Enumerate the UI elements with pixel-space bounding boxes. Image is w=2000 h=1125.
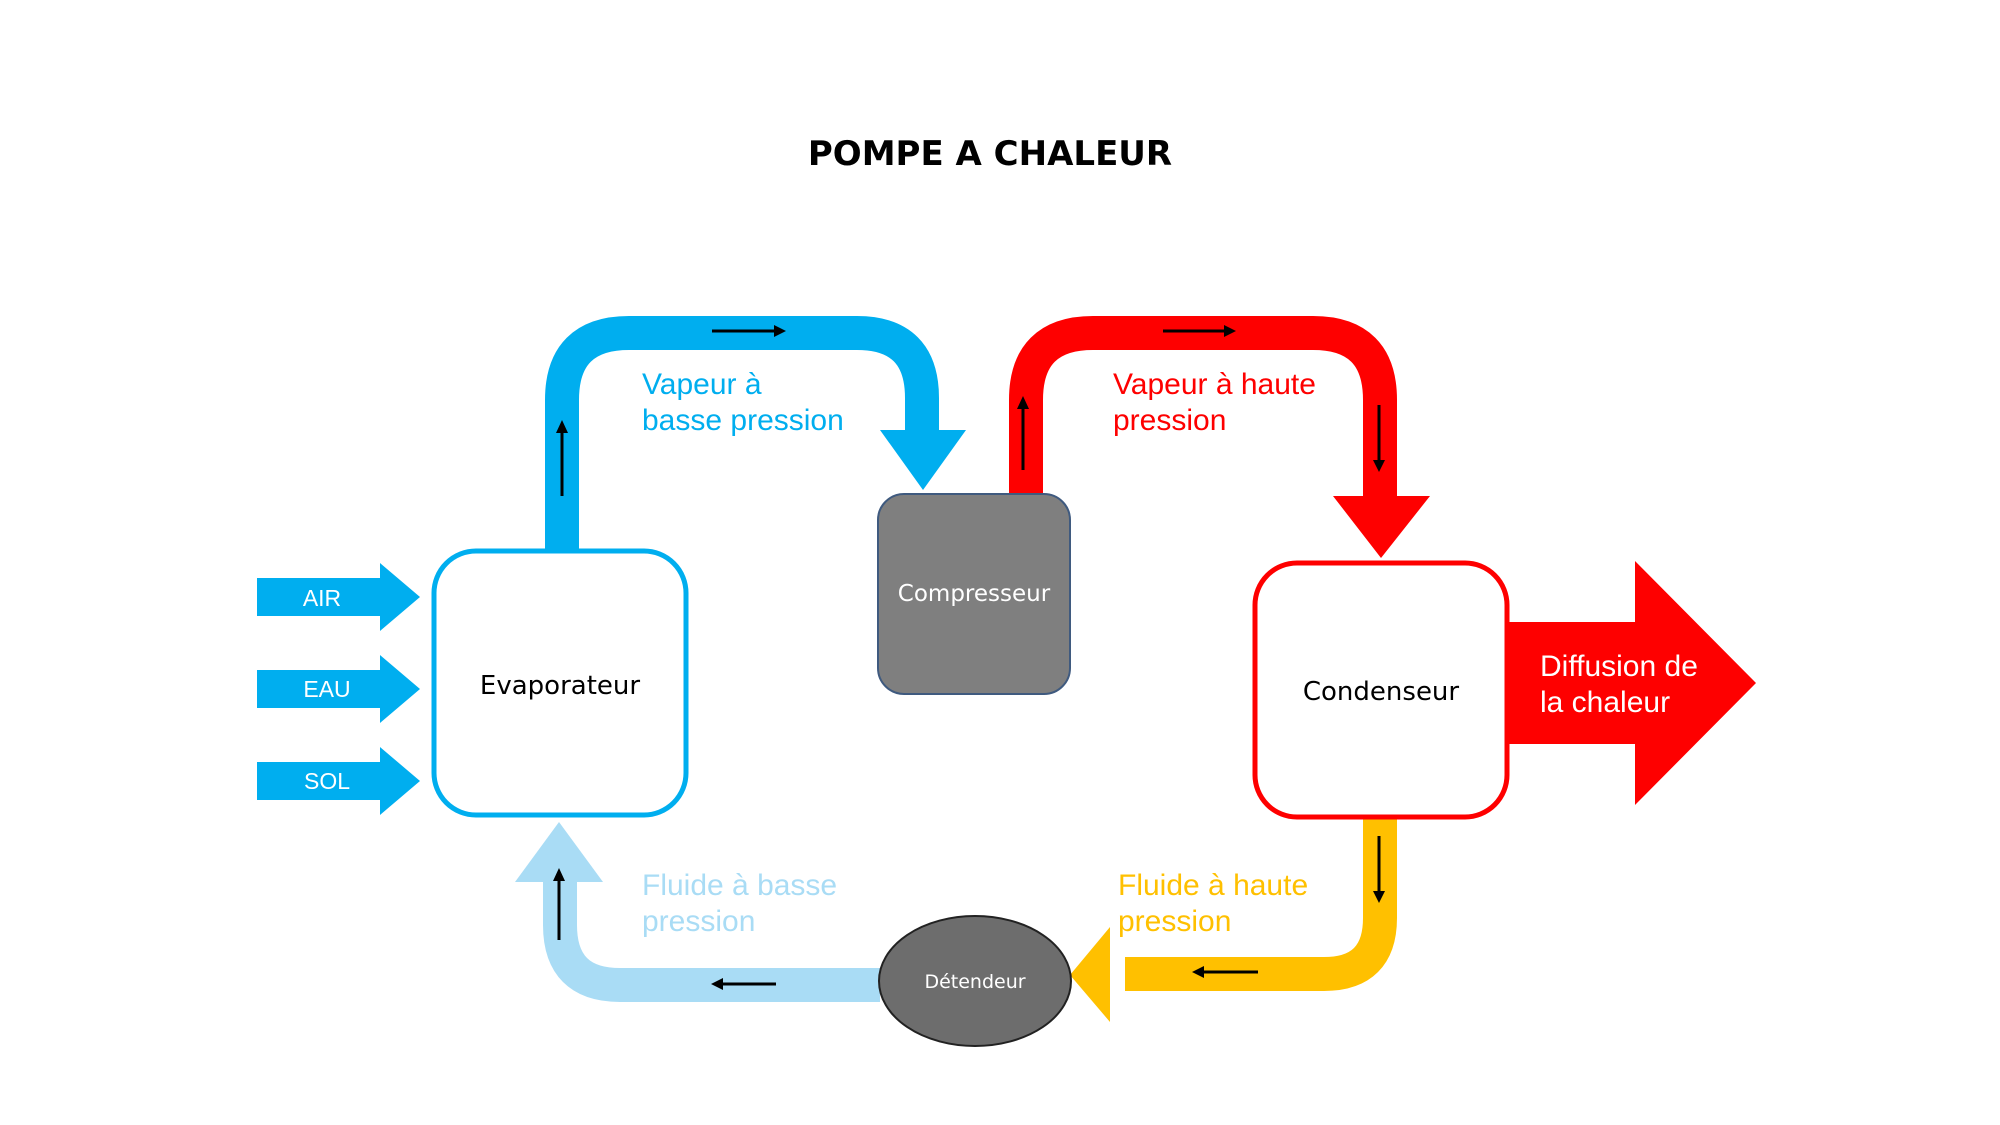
low-pressure-vapor-label-line2: basse pression xyxy=(642,404,844,437)
input-label-eau: EAU xyxy=(303,676,350,702)
pipe-high-pressure-fluid xyxy=(1125,815,1397,991)
direction-arrowhead-up-3 xyxy=(553,868,565,881)
evaporator-box xyxy=(431,548,689,818)
direction-arrowhead-right-2 xyxy=(1224,325,1236,337)
compressor-label: Compresseur xyxy=(898,581,1051,607)
evaporator-label: Evaporateur xyxy=(480,671,640,701)
low-pressure-vapor-label-line1: Vapeur à xyxy=(642,368,762,401)
low-pressure-fluid-label-line2: pression xyxy=(642,905,755,938)
high-pressure-vapor-label-line2: pression xyxy=(1113,404,1226,437)
heat-output-arrow xyxy=(1500,561,1756,805)
pipe-high-pressure-fluid-arrowhead xyxy=(1070,927,1110,1022)
heat-output-label-line2: la chaleur xyxy=(1540,686,1670,719)
direction-arrowhead-right-1 xyxy=(774,325,786,337)
condenser-box xyxy=(1252,560,1510,820)
expansion-valve-label: Détendeur xyxy=(924,971,1025,993)
direction-arrowhead-left-1 xyxy=(1192,966,1204,978)
condenser-label: Condenseur xyxy=(1303,677,1460,707)
input-label-sol: SOL xyxy=(304,768,350,794)
page-title: POMPE A CHALEUR xyxy=(808,134,1172,174)
pipe-low-pressure-vapor-arrowhead xyxy=(880,430,966,490)
direction-arrowhead-down-2 xyxy=(1373,891,1385,903)
input-arrow-air xyxy=(257,563,420,631)
high-pressure-vapor-label-line1: Vapeur à haute xyxy=(1113,368,1316,401)
input-arrow-eau xyxy=(257,655,420,723)
heat-output-label-line1: Diffusion de xyxy=(1540,650,1698,683)
direction-arrowhead-left-2 xyxy=(711,978,723,990)
direction-arrowhead-up-1 xyxy=(556,420,568,433)
high-pressure-fluid-label-line2: pression xyxy=(1118,905,1231,938)
input-label-air: AIR xyxy=(303,585,341,611)
compressor-box xyxy=(877,493,1071,695)
pipe-high-pressure-vapor xyxy=(1009,316,1397,498)
pipe-low-pressure-fluid-arrowhead xyxy=(515,822,603,882)
low-pressure-fluid-label-line1: Fluide à basse xyxy=(642,869,837,902)
direction-arrowhead-down-1 xyxy=(1373,460,1385,472)
direction-arrowhead-up-2 xyxy=(1017,396,1029,409)
high-pressure-fluid-label-line1: Fluide à haute xyxy=(1118,869,1308,902)
pipe-high-pressure-vapor-arrowhead xyxy=(1333,496,1430,558)
expansion-valve xyxy=(878,915,1072,1047)
pipe-low-pressure-vapor xyxy=(545,316,939,550)
input-arrow-sol xyxy=(257,747,420,815)
